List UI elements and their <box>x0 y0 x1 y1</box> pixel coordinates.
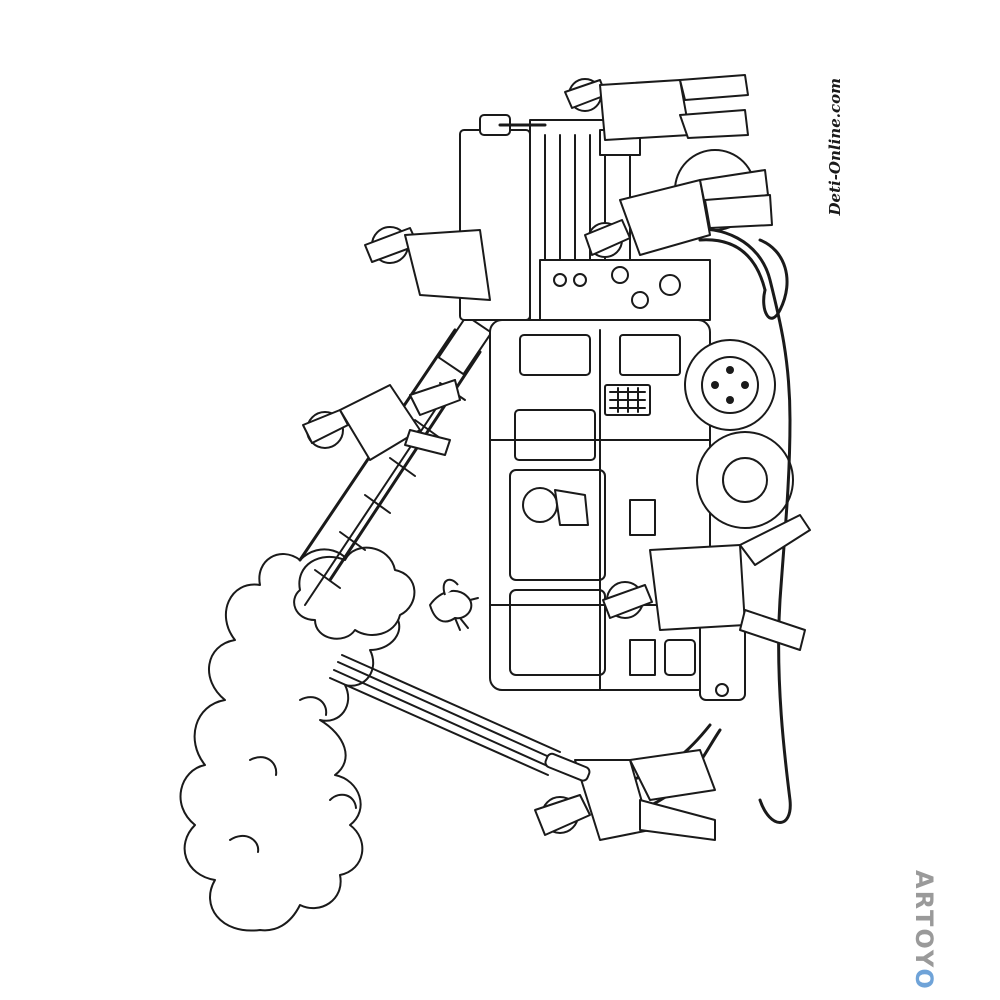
firefighter-pump <box>584 169 773 258</box>
smoke-cloud <box>179 546 416 932</box>
firefighter-top <box>564 74 749 141</box>
wheel-front <box>696 431 794 529</box>
cab-window-side <box>509 469 606 581</box>
wheel-rear <box>684 339 776 431</box>
firefighter-driver <box>522 487 589 526</box>
site-watermark: Deti-Online.com <box>826 78 844 216</box>
bird <box>429 578 479 631</box>
firefighter-front <box>602 514 811 651</box>
cab-window-front <box>509 589 606 676</box>
water-stream <box>329 654 561 776</box>
brand-logo: ARTOYO <box>910 870 938 991</box>
firefighter-rear <box>364 226 491 301</box>
firefighter-ladder <box>302 379 461 461</box>
brand-logo-accent: O <box>910 968 938 991</box>
brand-logo-text: ARTOY <box>910 870 938 969</box>
firefighter-nozzle <box>534 749 716 841</box>
